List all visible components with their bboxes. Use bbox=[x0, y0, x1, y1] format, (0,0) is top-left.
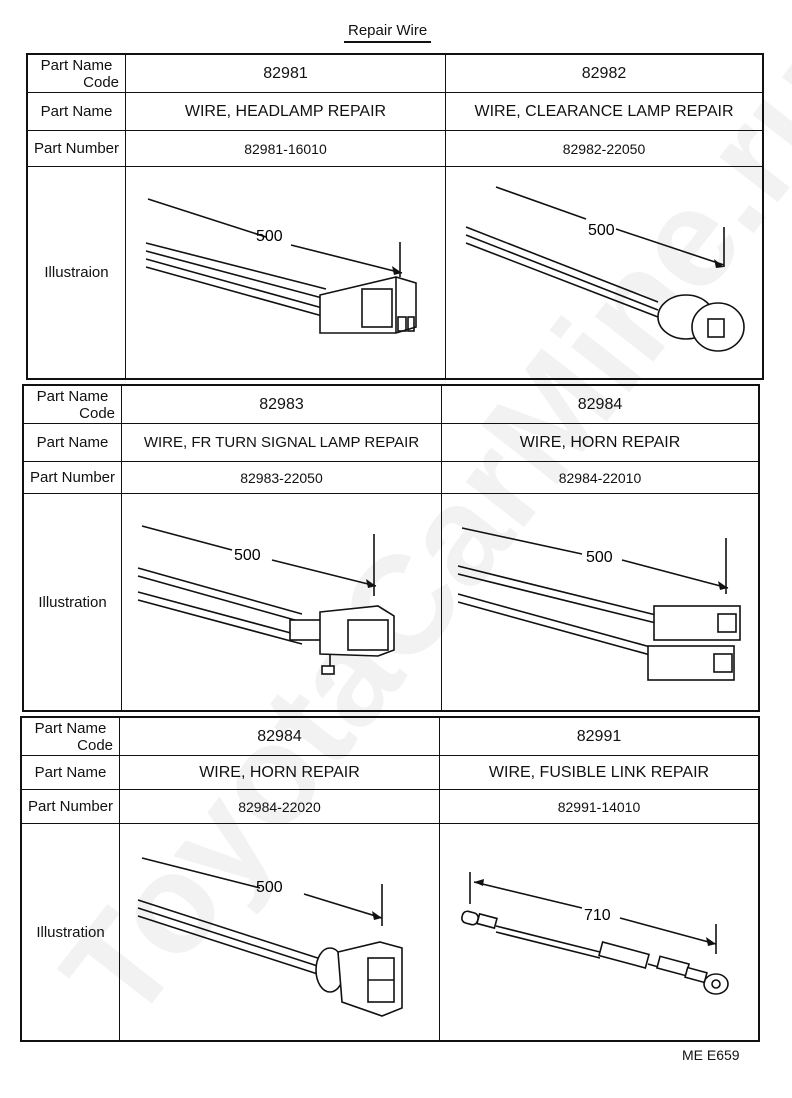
part-name-label: Part Name bbox=[22, 756, 120, 789]
dimension-label: 500 bbox=[256, 228, 283, 245]
code-row: Part Name Code 82984 82991 bbox=[22, 718, 758, 756]
part-name: WIRE, HEADLAMP REPAIR bbox=[126, 93, 446, 130]
name-row: Part Name WIRE, HORN REPAIR WIRE, FUSIBL… bbox=[22, 756, 758, 790]
dimension-label: 710 bbox=[584, 907, 611, 924]
part-code: 82981 bbox=[126, 55, 446, 92]
headlamp-wire-illustration: 500 bbox=[145, 198, 417, 334]
part-name: WIRE, CLEARANCE LAMP REPAIR bbox=[474, 102, 734, 120]
dimension-label: 500 bbox=[256, 879, 283, 896]
illustration-label: Illustraion bbox=[28, 167, 126, 378]
part-name-label: Part Name bbox=[24, 424, 122, 461]
part-number-label: Part Number bbox=[24, 462, 122, 493]
clearance-lamp-wire-illustration: 500 bbox=[465, 186, 745, 352]
part-number: 82983-22050 bbox=[122, 462, 442, 493]
name-row: Part Name WIRE, FR TURN SIGNAL LAMP REPA… bbox=[24, 424, 758, 462]
code-label: Part Name Code bbox=[22, 718, 120, 755]
part-code: 82984 bbox=[577, 395, 623, 413]
illustration-cell: 500 bbox=[120, 824, 440, 1040]
part-code: 82983 bbox=[122, 386, 442, 423]
parts-table-3: Part Name Code 82984 82991 Part Name WIR… bbox=[20, 716, 760, 1042]
illustration-cell: 500 bbox=[442, 494, 758, 710]
part-name: WIRE, HORN REPAIR bbox=[519, 433, 681, 451]
dimension-label: 500 bbox=[586, 549, 613, 566]
part-code: 82982 bbox=[581, 64, 627, 82]
code-row: Part Name Code 82981 82982 bbox=[28, 55, 762, 93]
illustration-cell: 500 bbox=[126, 167, 446, 378]
part-number: 82991-14010 bbox=[557, 798, 641, 815]
part-name: WIRE, HORN REPAIR bbox=[120, 756, 440, 789]
horn-wire-illustration: 500 bbox=[457, 527, 741, 681]
part-name: WIRE, FUSIBLE LINK REPAIR bbox=[488, 763, 710, 781]
part-number: 82981-16010 bbox=[126, 131, 446, 166]
part-name: WIRE, FR TURN SIGNAL LAMP REPAIR bbox=[122, 424, 442, 461]
part-number-label: Part Number bbox=[28, 131, 126, 166]
illustration-cell: 500 bbox=[122, 494, 442, 710]
code-row: Part Name Code 82983 82984 bbox=[24, 386, 758, 424]
part-name-label: Part Name bbox=[28, 93, 126, 130]
illustration-row: Illustraion 500 bbox=[28, 167, 762, 378]
number-row: Part Number 82983-22050 82984-22010 bbox=[24, 462, 758, 494]
parts-table-1: Part Name Code 82981 82982 Part Name WIR… bbox=[26, 53, 764, 380]
parts-table-2: Part Name Code 82983 82984 Part Name WIR… bbox=[22, 384, 760, 712]
illustration-row: Illustration 500 bbox=[24, 494, 758, 710]
turn-signal-wire-illustration: 500 bbox=[137, 525, 395, 675]
code-label: Part Name Code bbox=[28, 55, 126, 92]
part-number: 82984-22020 bbox=[120, 790, 440, 823]
code-label: Part Name Code bbox=[24, 386, 122, 423]
dimension-label: 500 bbox=[588, 222, 615, 239]
number-row: Part Number 82984-22020 82991-14010 bbox=[22, 790, 758, 824]
illustration-row: Illustration 500 bbox=[22, 824, 758, 1040]
number-row: Part Number 82981-16010 82982-22050 bbox=[28, 131, 762, 167]
part-code: 82991 bbox=[576, 727, 622, 745]
part-number: 82982-22050 bbox=[562, 140, 646, 157]
figure-code: ME E659 bbox=[682, 1047, 740, 1063]
illustration-cell: 500 bbox=[446, 167, 762, 378]
illustration-label: Illustration bbox=[22, 824, 120, 1040]
name-row: Part Name WIRE, HEADLAMP REPAIR WIRE, CL… bbox=[28, 93, 762, 131]
page-title: Repair Wire bbox=[344, 22, 432, 43]
part-number-label: Part Number bbox=[22, 790, 120, 823]
dimension-label: 500 bbox=[234, 547, 261, 564]
part-code: 82984 bbox=[120, 718, 440, 755]
fusible-link-wire-illustration: 710 bbox=[461, 872, 729, 995]
illustration-cell: 710 bbox=[440, 824, 758, 1040]
horn-wire-illustration: 500 bbox=[137, 857, 403, 1017]
part-number: 82984-22010 bbox=[558, 469, 642, 486]
illustration-label: Illustration bbox=[24, 494, 122, 710]
